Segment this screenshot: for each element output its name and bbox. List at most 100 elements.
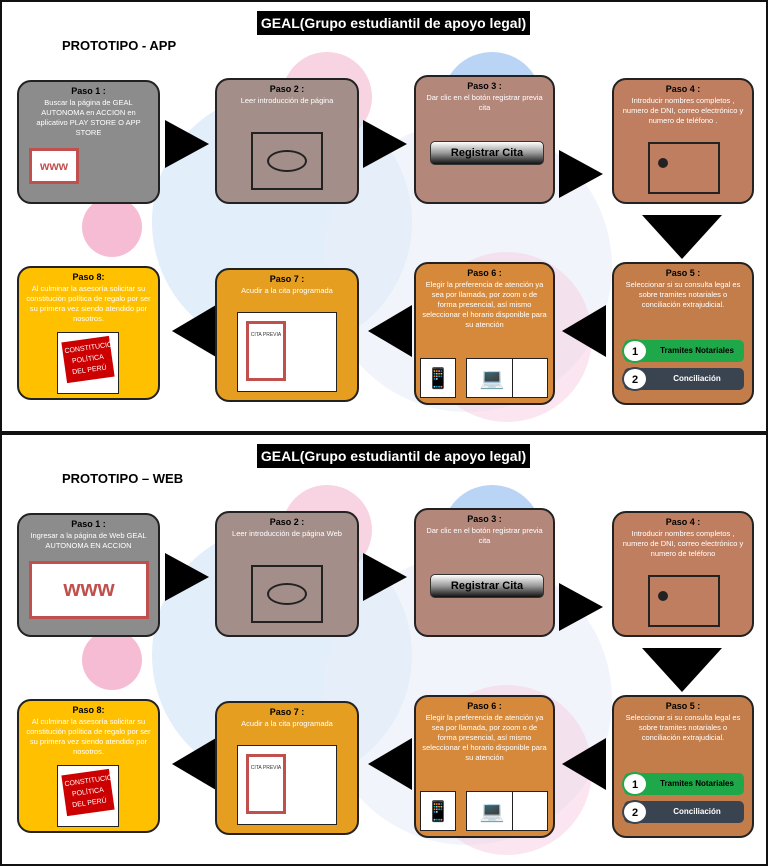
eye-browser-icon [251,132,323,190]
prototype-section: GEAL(Grupo estudiantil de apoyo legal) PR… [0,433,768,866]
step-label: Paso 2 : [269,84,305,94]
appointment-illustration: CITA PREVIA [237,312,337,392]
prototype-label: PROTOTIPO - APP [62,38,177,53]
appointment-illustration: CITA PREVIA [237,745,337,825]
step-card-8: Paso 8: Al culminar la asesoría solicitar… [17,266,160,400]
option-number: 2 [622,367,648,391]
arrow-left-icon [368,305,412,357]
option-number: 2 [622,800,648,824]
picture-caption: CONSTITUCIÓN POLÍTICA DEL PERÚ [61,335,118,384]
video-call-icon: 💻 [466,358,518,398]
option-2[interactable]: 2 Conciliación [622,800,744,824]
arrow-right-icon [363,553,407,601]
step-description: Al culminar la asesoría solicitar su con… [26,284,151,323]
diagram-title: GEAL(Grupo estudiantil de apoyo legal) [257,11,530,35]
step-description: Acudir a la cita programada [241,719,333,728]
option-label: Conciliación [673,807,721,816]
option-label: Conciliación [673,374,721,383]
step-label: Paso 8: [72,272,105,282]
arrow-left-icon [562,738,606,790]
option-label: Tramites Notariales [660,346,734,355]
step-description: Seleccionar si su consulta legal es sobr… [625,713,741,742]
step-label: Paso 3 : [467,514,502,524]
arrow-left-icon [172,305,216,357]
arrow-right-icon [165,553,209,601]
user-form-icon [648,142,720,194]
registrar-cita-button[interactable]: Registrar Cita [430,574,544,598]
arrow-right-icon [559,583,603,631]
option-number: 1 [622,339,648,363]
user-form-icon [648,575,720,627]
step-description: Dar clic en el botón registrar previa ci… [426,93,543,112]
step-label: Paso 4 : [665,84,701,94]
arrow-left-icon [368,738,412,790]
step-description: Elegir la preferencia de atención ya sea… [422,713,547,762]
step-label: Paso 3 : [467,81,502,91]
arrow-down-icon [642,648,722,692]
option-1[interactable]: 1 Tramites Notariales [622,772,744,796]
diagram-title: GEAL(Grupo estudiantil de apoyo legal) [257,444,530,468]
step-description: Elegir la preferencia de atención ya sea… [422,280,547,329]
eye-browser-icon [251,565,323,623]
step-card-8: Paso 8: Al culminar la asesoría solicitar… [17,699,160,833]
arrow-left-icon [562,305,606,357]
step-label: Paso 1 : [71,519,106,529]
step-description: Al culminar la asesoría solicitar su con… [26,717,151,756]
step-card-5: Paso 5 : Seleccionar si su consulta legal… [612,695,754,838]
step-label: Paso 5 : [665,701,701,711]
step-label: Paso 4 : [665,517,701,527]
step-description: Leer introducción de página Web [232,529,342,538]
step-label: Paso 7 : [269,274,305,284]
step-description: Acudir a la cita programada [241,286,333,295]
step-card-5: Paso 5 : Seleccionar si su consulta legal… [612,262,754,405]
arrow-right-icon [363,120,407,168]
arrow-right-icon [559,150,603,198]
step-card-2: Paso 2 : Leer introducción de página Web [215,511,359,637]
option-2[interactable]: 2 Conciliación [622,367,744,391]
in-person-icon: 🗣 [512,358,548,398]
arrow-down-icon [642,215,722,259]
step-label: Paso 8: [72,705,105,715]
option-1[interactable]: 1 Tramites Notariales [622,339,744,363]
background-illustration [82,197,142,257]
step-card-4: Paso 4 :Introducir nombres completos , n… [612,511,754,637]
step-label: Paso 6 : [467,701,502,711]
option-number: 1 [622,772,648,796]
step-card-4: Paso 4 : Introducir nombres completos , n… [612,78,754,204]
phone-call-icon: 📱 [420,358,456,398]
phone-call-icon: 📱 [420,791,456,831]
www-browser-icon: www [29,561,149,619]
step-label: Paso 6 : [467,268,502,278]
step-label: Paso 1 : [71,86,106,96]
picture-caption: CITA PREVIA [246,321,286,381]
prototype-label: PROTOTIPO – WEB [62,471,184,486]
step-description: Dar clic en el botón registrar previa ci… [426,526,543,545]
registrar-cita-button[interactable]: Registrar Cita [430,141,544,165]
option-label: Tramites Notariales [660,779,734,788]
www-browser-icon: www [29,148,79,184]
step-description: Buscar la página de GEAL AUTONOMA en ACC… [36,98,141,137]
constitution-book-image: CONSTITUCIÓN POLÍTICA DEL PERÚ [57,332,119,394]
step-card-1: Paso 1 : Ingresar a la página de Web GEAL… [17,513,160,637]
step-card-3: Paso 3 : Dar clic en el botón registrar p… [414,508,555,637]
step-description: Ingresar a la página de Web GEAL AUTONOM… [30,531,147,550]
picture-caption: CITA PREVIA [246,754,286,814]
step-description: Introducir nombres completos , numero de… [622,96,744,125]
step-card-3: Paso 3 : Dar clic en el botón registrar p… [414,75,555,204]
picture-caption: CONSTITUCIÓN POLÍTICA DEL PERÚ [61,768,118,817]
step-card-1: Paso 1 : Buscar la página de GEAL AUTONOM… [17,80,160,204]
step-description: Seleccionar si su consulta legal es sobr… [625,280,741,309]
background-illustration [82,630,142,690]
step-card-6: Paso 6 : Elegir la preferencia de atenció… [414,262,555,405]
arrow-right-icon [165,120,209,168]
step-label: Paso 5 : [665,268,701,278]
step-label: Paso 2 : [269,517,305,527]
in-person-icon: 🗣 [512,791,548,831]
video-call-icon: 💻 [466,791,518,831]
step-description: Leer introducción de página [240,96,334,105]
constitution-book-image: CONSTITUCIÓN POLÍTICA DEL PERÚ [57,765,119,827]
step-label: Paso 7 : [269,707,305,717]
prototype-section: GEAL(Grupo estudiantil de apoyo legal) PR… [0,0,768,433]
